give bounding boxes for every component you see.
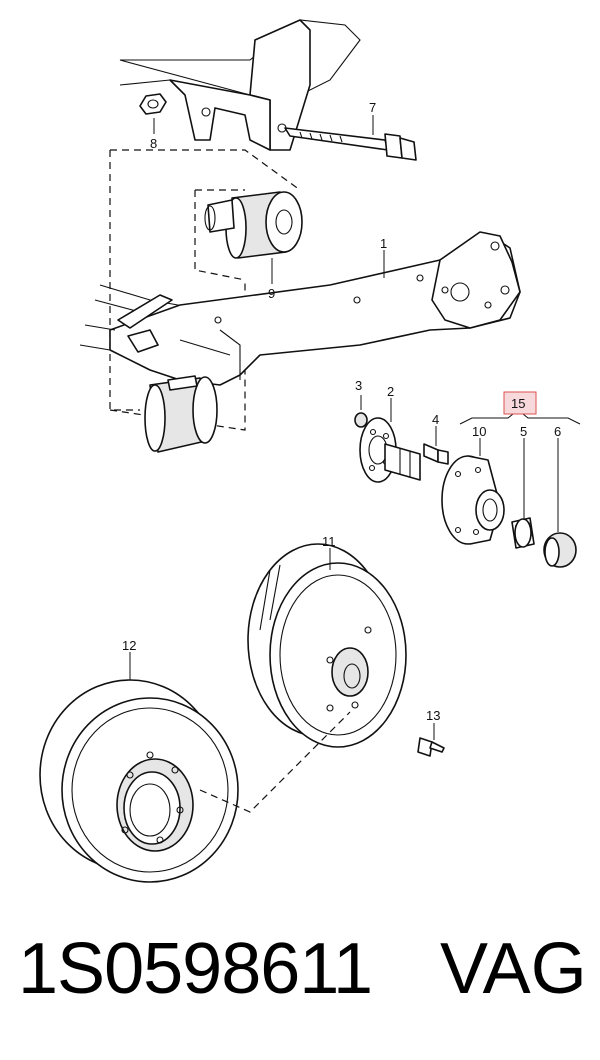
callout-9: 9 xyxy=(268,286,275,301)
exploded-parts-diagram: 1 2 3 4 5 6 7 8 9 10 11 12 13 15 xyxy=(39,19,581,883)
callout-12: 12 xyxy=(122,638,136,653)
stub-axle-2-icon xyxy=(359,417,421,483)
callout-1: 1 xyxy=(380,236,387,251)
callout-8: 8 xyxy=(150,136,157,151)
trailing-arm-1-icon xyxy=(79,231,521,386)
part-number-text: 1S0598611 xyxy=(18,929,373,1009)
callout-2: 2 xyxy=(387,384,394,399)
leader-lines xyxy=(129,115,581,740)
bolt-7-icon xyxy=(284,127,417,161)
callout-13: 13 xyxy=(426,708,440,723)
wheel-hub-10-icon xyxy=(441,455,505,545)
callout-11: 11 xyxy=(322,534,336,549)
bolt-4-icon xyxy=(423,443,449,465)
nut-8-icon xyxy=(139,93,167,115)
pivot-bushing-icon xyxy=(144,375,218,453)
callout-15-highlight xyxy=(503,391,537,415)
bushing-9-icon xyxy=(204,191,303,259)
brake-disc-12-icon xyxy=(39,679,239,883)
callout-15: 15 xyxy=(511,396,525,411)
dashed-assembly-link xyxy=(199,711,351,813)
bolt-3-icon xyxy=(354,412,368,428)
callout-5: 5 xyxy=(520,424,527,439)
brand-text: VAG xyxy=(440,929,587,1009)
callout-10: 10 xyxy=(472,424,486,439)
dashed-assembly-frame xyxy=(109,149,301,431)
callout-7: 7 xyxy=(369,100,376,115)
body-mounting-bracket xyxy=(119,19,361,151)
callout-3: 3 xyxy=(355,378,362,393)
grease-cap-6-icon xyxy=(543,532,577,568)
callout-6: 6 xyxy=(554,424,561,439)
bolt-13-icon xyxy=(417,737,445,757)
brake-drum-11-icon xyxy=(247,543,407,748)
hub-nut-5-icon xyxy=(511,517,535,549)
callout-4: 4 xyxy=(432,412,439,427)
